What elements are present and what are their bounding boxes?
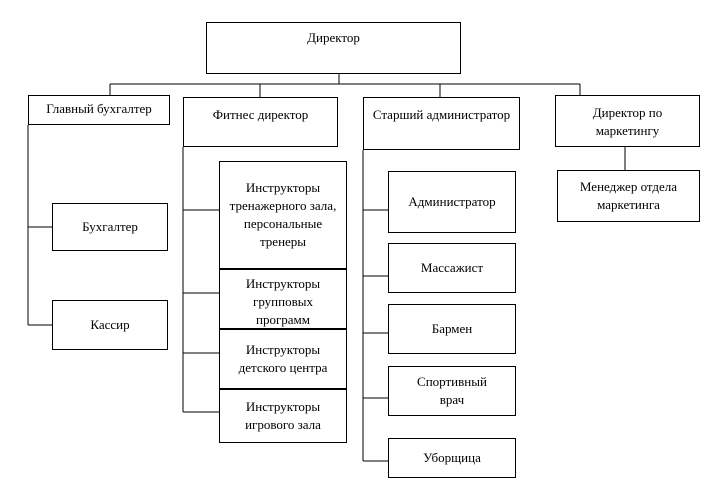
- cashier-label: Кассир: [90, 317, 130, 332]
- bartender-box: Бармен: [388, 304, 516, 354]
- accountant-label: Бухгалтер: [82, 219, 138, 234]
- game-room-instructors-box: Инструкторы игрового зала: [219, 389, 347, 443]
- cashier-box: Кассир: [52, 300, 168, 350]
- group-program-instructors-label: Инструкторы групповых программ: [245, 276, 321, 327]
- marketing-manager-label: Менеджер отдела маркетинга: [579, 179, 678, 212]
- group-program-instructors-box: Инструкторы групповых программ: [219, 269, 347, 329]
- kids-center-instructors-label: Инструкторы детского центра: [238, 342, 328, 375]
- marketing-manager-box: Менеджер отдела маркетинга: [557, 170, 700, 222]
- administrator-box: Администратор: [388, 171, 516, 233]
- masseur-box: Массажист: [388, 243, 516, 293]
- director-box: Директор: [206, 22, 461, 74]
- fitness-director-box: Фитнес директор: [183, 97, 338, 147]
- director-label: Директор: [307, 30, 360, 45]
- sports-doctor-label: Спортивный врач: [417, 374, 487, 407]
- marketing-director-box: Директор по маркетингу: [555, 95, 700, 147]
- fitness-director-label: Фитнес директор: [212, 107, 309, 122]
- marketing-director-label: Директор по маркетингу: [592, 105, 663, 138]
- cleaner-label: Уборщица: [423, 450, 481, 465]
- bartender-label: Бармен: [431, 321, 473, 336]
- chief-accountant-box: Главный бухгалтер: [28, 95, 170, 125]
- administrator-label: Администратор: [408, 194, 496, 209]
- gym-instructors-label: Инструкторы тренажерного зала, персональ…: [229, 180, 337, 249]
- game-room-instructors-label: Инструкторы игрового зала: [245, 399, 321, 432]
- senior-administrator-label: Старший администратор: [372, 107, 511, 122]
- masseur-label: Массажист: [420, 260, 484, 275]
- kids-center-instructors-box: Инструкторы детского центра: [219, 329, 347, 389]
- chief-accountant-label: Главный бухгалтер: [46, 101, 152, 116]
- sports-doctor-box: Спортивный врач: [388, 366, 516, 416]
- senior-administrator-box: Старший администратор: [363, 97, 520, 150]
- accountant-box: Бухгалтер: [52, 203, 168, 251]
- gym-instructors-box: Инструкторы тренажерного зала, персональ…: [219, 161, 347, 269]
- cleaner-box: Уборщица: [388, 438, 516, 478]
